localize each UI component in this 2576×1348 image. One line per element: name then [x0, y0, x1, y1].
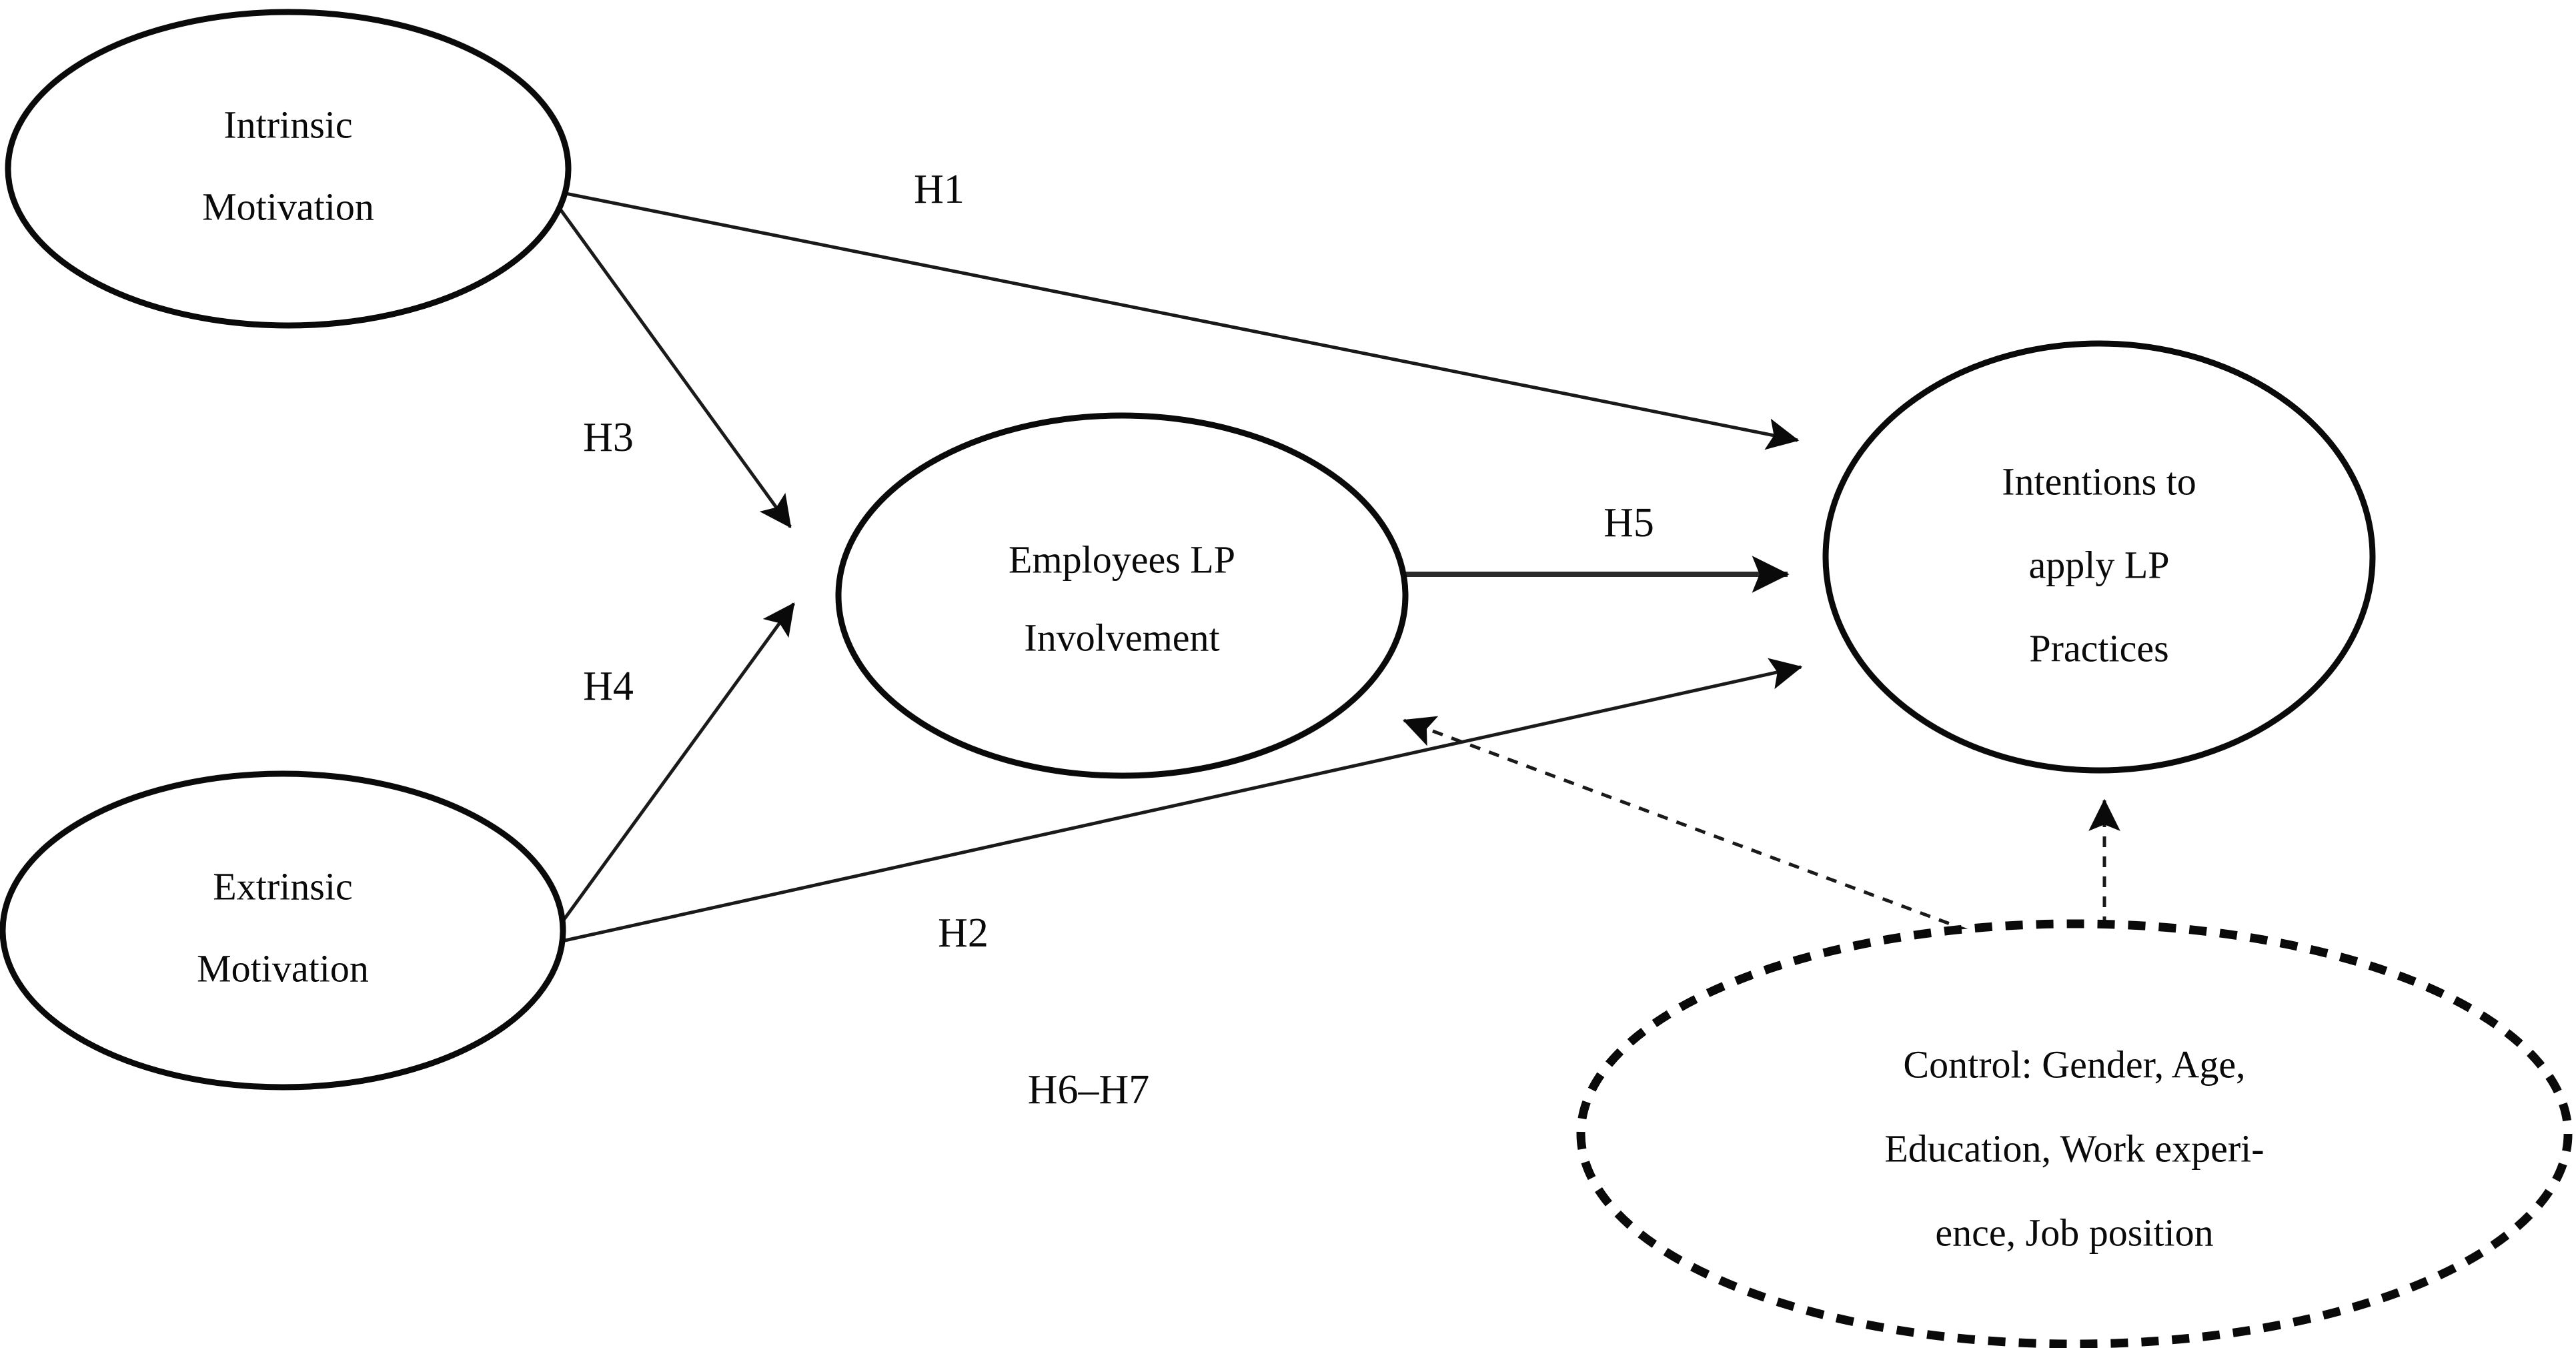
node-intrinsic-motivation[interactable]: Intrinsic Motivation: [5, 9, 572, 329]
edge-h3-line: [552, 199, 792, 528]
hypothesis-label-h2: H2: [938, 910, 989, 956]
hypothesis-label-h1: H1: [914, 167, 964, 212]
intentions-label-line1: Intentions to: [2002, 460, 2196, 503]
edge-h1-line: [558, 190, 1800, 450]
intentions-label-line2: apply LP: [2028, 543, 2169, 586]
intrinsic-motivation-label-line2: Motivation: [202, 185, 374, 228]
node-extrinsic-motivation[interactable]: Extrinsic Motivation: [0, 770, 566, 1091]
hypothesis-label-h5: H5: [1603, 500, 1654, 546]
hypothesis-label-h3: H3: [583, 415, 634, 460]
node-control-variables[interactable]: Control: Gender, Age, Education, Work ex…: [1576, 919, 2573, 1348]
extrinsic-motivation-ellipse[interactable]: [0, 770, 566, 1091]
node-intentions-to-apply-lp-practices[interactable]: Intentions to apply LP Practices: [1822, 340, 2376, 774]
hypothesis-label-h6-h7: H6–H7: [1028, 1067, 1150, 1113]
control-variables-label-line1: Control: Gender, Age,: [1903, 1043, 2245, 1086]
intrinsic-motivation-ellipse[interactable]: [5, 9, 572, 329]
control-variables-label-line2: Education, Work experi-: [1884, 1127, 2264, 1170]
edge-h6-control-to-involvement: [1402, 716, 1968, 932]
extrinsic-motivation-label-line1: Extrinsic: [213, 864, 352, 908]
intrinsic-motivation-label-line1: Intrinsic: [223, 103, 352, 146]
edge-h6-line: [1402, 716, 1968, 932]
edge-h1: [558, 190, 1800, 450]
hypothesis-label-h4: H4: [583, 664, 634, 709]
edge-h4: [552, 602, 796, 935]
employees-lp-involvement-ellipse[interactable]: [835, 412, 1409, 779]
edge-h4-line: [552, 602, 796, 935]
intentions-label-line3: Practices: [2029, 626, 2168, 670]
employees-lp-involvement-label-line1: Employees LP: [1009, 538, 1235, 581]
control-variables-label-line3: ence, Job position: [1935, 1211, 2213, 1254]
employees-lp-involvement-label-line2: Involvement: [1024, 616, 1219, 659]
extrinsic-motivation-label-line2: Motivation: [197, 946, 369, 990]
control-variables-ellipse[interactable]: [1576, 919, 2573, 1348]
edge-h3: [552, 199, 792, 528]
edge-h2-line: [558, 658, 1803, 944]
node-employees-lp-involvement[interactable]: Employees LP Involvement: [835, 412, 1409, 779]
edge-h2: [558, 658, 1803, 944]
intentions-ellipse[interactable]: [1822, 340, 2376, 774]
